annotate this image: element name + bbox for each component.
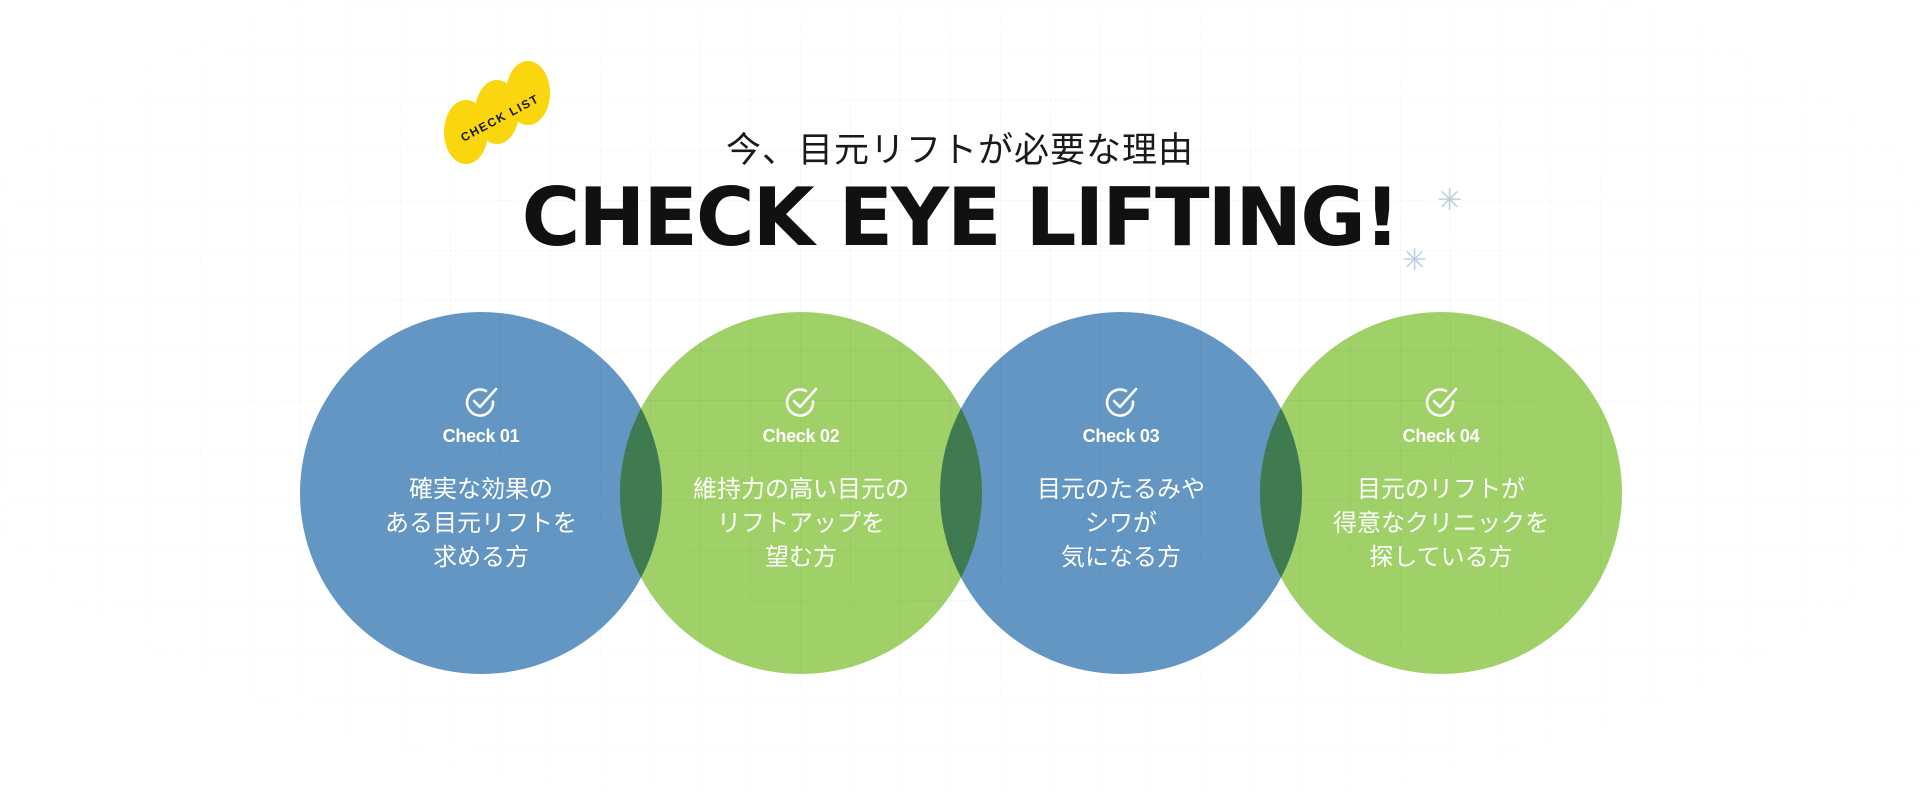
check-circle-01 <box>300 312 662 674</box>
check-item-01: Check 01 確実な効果の ある目元リフトを 求める方 <box>300 312 662 674</box>
section-subtitle: 今、目元リフトが必要な理由 <box>725 131 1194 171</box>
check-line: 求める方 <box>433 543 529 571</box>
check-line: 目元のたるみや <box>1037 475 1205 503</box>
check-line: 気になる方 <box>1061 543 1181 571</box>
check-list-badge-shape: CHECK LIST <box>444 61 550 164</box>
check-item-04: Check 04 目元のリフトが 得意なクリニックを 探している方 <box>1260 312 1622 674</box>
page-title: CHECK EYE LIFTING! <box>521 171 1401 264</box>
check-circle-04 <box>1260 312 1622 674</box>
check-description: 目元のたるみや シワが 気になる方 <box>940 472 1302 574</box>
check-line: シワが <box>1085 509 1157 537</box>
check-circle-icon <box>1422 384 1460 422</box>
check-line: 目元のリフトが <box>1357 475 1525 503</box>
check-description: 確実な効果の ある目元リフトを 求める方 <box>300 472 662 574</box>
check-line: 確実な効果の <box>409 475 553 503</box>
check-circle-icon <box>462 384 500 422</box>
check-line: 探している方 <box>1369 543 1513 571</box>
check-circle-icon <box>1102 384 1140 422</box>
check-line: 得意なクリニックを <box>1333 509 1549 537</box>
check-line: リフトアップを <box>717 509 885 537</box>
check-circle-02 <box>620 312 982 674</box>
sparkle-icon: ✳ <box>1437 183 1463 218</box>
check-line: 維持力の高い目元の <box>693 475 909 503</box>
check-item-03: Check 03 目元のたるみや シワが 気になる方 <box>940 312 1302 674</box>
check-description: 維持力の高い目元の リフトアップを 望む方 <box>620 472 982 574</box>
check-item-02: Check 02 維持力の高い目元の リフトアップを 望む方 <box>620 312 982 674</box>
check-line: 望む方 <box>765 543 837 571</box>
check-description: 目元のリフトが 得意なクリニックを 探している方 <box>1260 472 1622 574</box>
sparkle-icon: ✳ <box>1402 243 1428 278</box>
check-label: Check 01 <box>442 426 520 446</box>
check-line: ある目元リフトを <box>385 509 577 537</box>
check-label: Check 03 <box>1082 426 1160 446</box>
check-label: Check 04 <box>1402 426 1480 446</box>
check-list-badge: CHECK LIST <box>442 60 554 164</box>
check-label: Check 02 <box>762 426 840 446</box>
check-circle-icon <box>782 384 820 422</box>
check-circle-03 <box>940 312 1302 674</box>
